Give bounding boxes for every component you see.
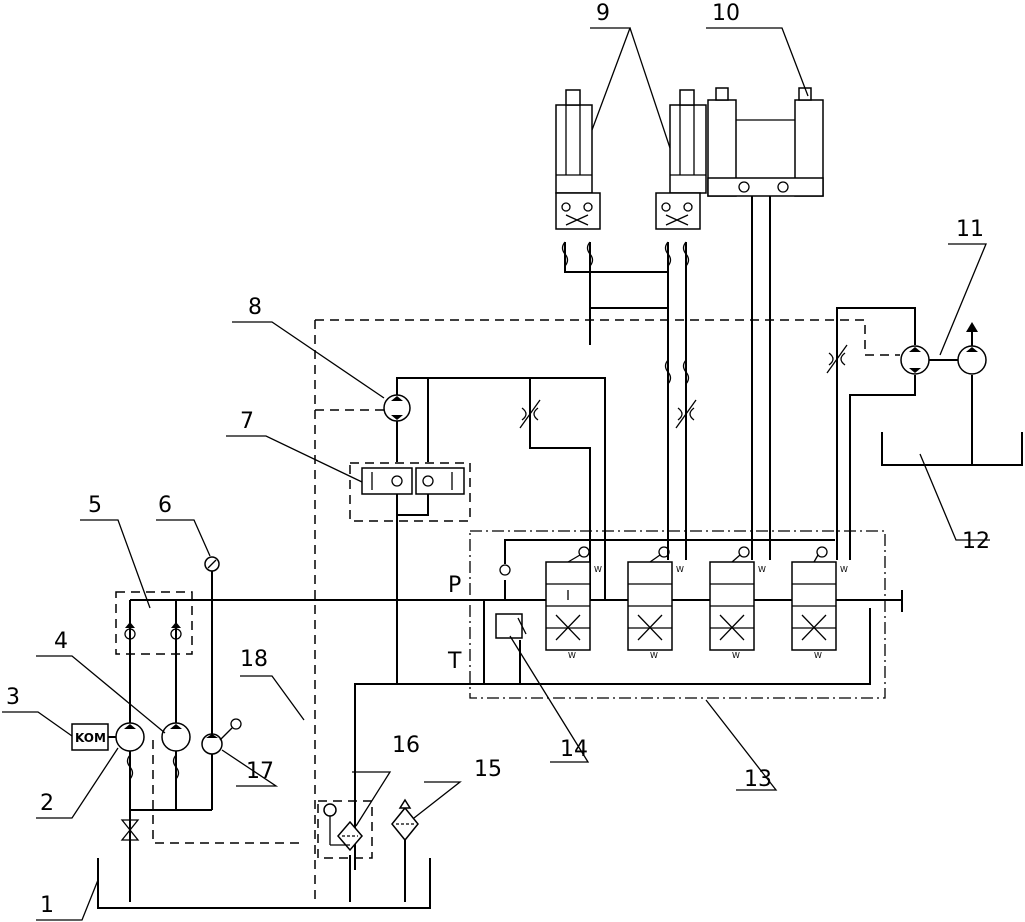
pump-4	[161, 722, 191, 752]
hydraulic-motor-8	[383, 394, 411, 422]
spring-label-7: W	[732, 651, 740, 660]
spring-label-8: W	[814, 651, 822, 660]
directional-valve-sections: W W W W W W W W	[545, 546, 848, 660]
callout-14: 14	[560, 737, 588, 762]
lift-cylinder-left	[555, 89, 601, 230]
shutoff-valve	[120, 819, 140, 841]
valve-section-1	[545, 546, 591, 651]
port-t-label: T	[447, 649, 462, 674]
callout-5: 5	[88, 493, 102, 518]
return-filter-16	[323, 803, 363, 852]
callout-3: 3	[6, 685, 20, 710]
reservoir-tank-right	[881, 432, 1023, 466]
lift-cylinder-right	[655, 89, 707, 230]
pressure-lines	[129, 196, 973, 902]
hose-symbols	[126, 241, 690, 780]
valve-section-3	[709, 546, 755, 651]
callout-13: 13	[744, 767, 772, 792]
callout-4: 4	[54, 629, 68, 654]
hand-pump-17	[201, 718, 242, 755]
callout-9: 9	[596, 1, 610, 26]
callout-18: 18	[240, 647, 268, 672]
callout-8: 8	[248, 295, 262, 320]
callout-6: 6	[158, 493, 172, 518]
callout-16: 16	[392, 733, 420, 758]
spring-label-3: W	[758, 565, 766, 574]
callout-10: 10	[712, 1, 740, 26]
pto-label: KOM	[75, 731, 106, 745]
callout-11: 11	[956, 217, 984, 242]
callout-15: 15	[474, 757, 502, 782]
inlet-check-valve	[499, 564, 511, 576]
dual-cylinder-assembly	[707, 87, 824, 197]
lock-valve-7	[361, 467, 465, 495]
spring-label-4: W	[840, 565, 848, 574]
spring-label-1: W	[594, 565, 602, 574]
control-valve-block-frame	[469, 530, 886, 699]
valve-section-4	[791, 546, 837, 651]
pilot-lines	[115, 319, 900, 905]
leader-lines	[2, 27, 990, 921]
motor-pump-11	[900, 322, 987, 375]
throttle-valves	[519, 344, 848, 429]
pressure-gauge-6	[204, 556, 220, 572]
callout-2: 2	[40, 791, 54, 816]
callout-7: 7	[240, 409, 254, 434]
spring-label-6: W	[650, 651, 658, 660]
callout-numbers: 1 2 3 4 5 6 7 8 9 10 11 12 13 14 15 16 1…	[6, 1, 990, 918]
spring-label-5: W	[568, 651, 576, 660]
callout-17: 17	[246, 759, 274, 784]
callout-1: 1	[40, 893, 54, 918]
check-valves-5	[124, 622, 182, 640]
relief-valve-14	[495, 613, 527, 639]
spring-label-2: W	[676, 565, 684, 574]
reservoir-tank-main	[97, 858, 431, 909]
port-p-label: P	[448, 573, 461, 598]
main-pump-2	[108, 722, 145, 752]
valve-section-2	[627, 546, 673, 651]
air-filter-15	[391, 798, 419, 842]
callout-12: 12	[962, 529, 990, 554]
pto-box-3: KOM	[71, 723, 109, 751]
